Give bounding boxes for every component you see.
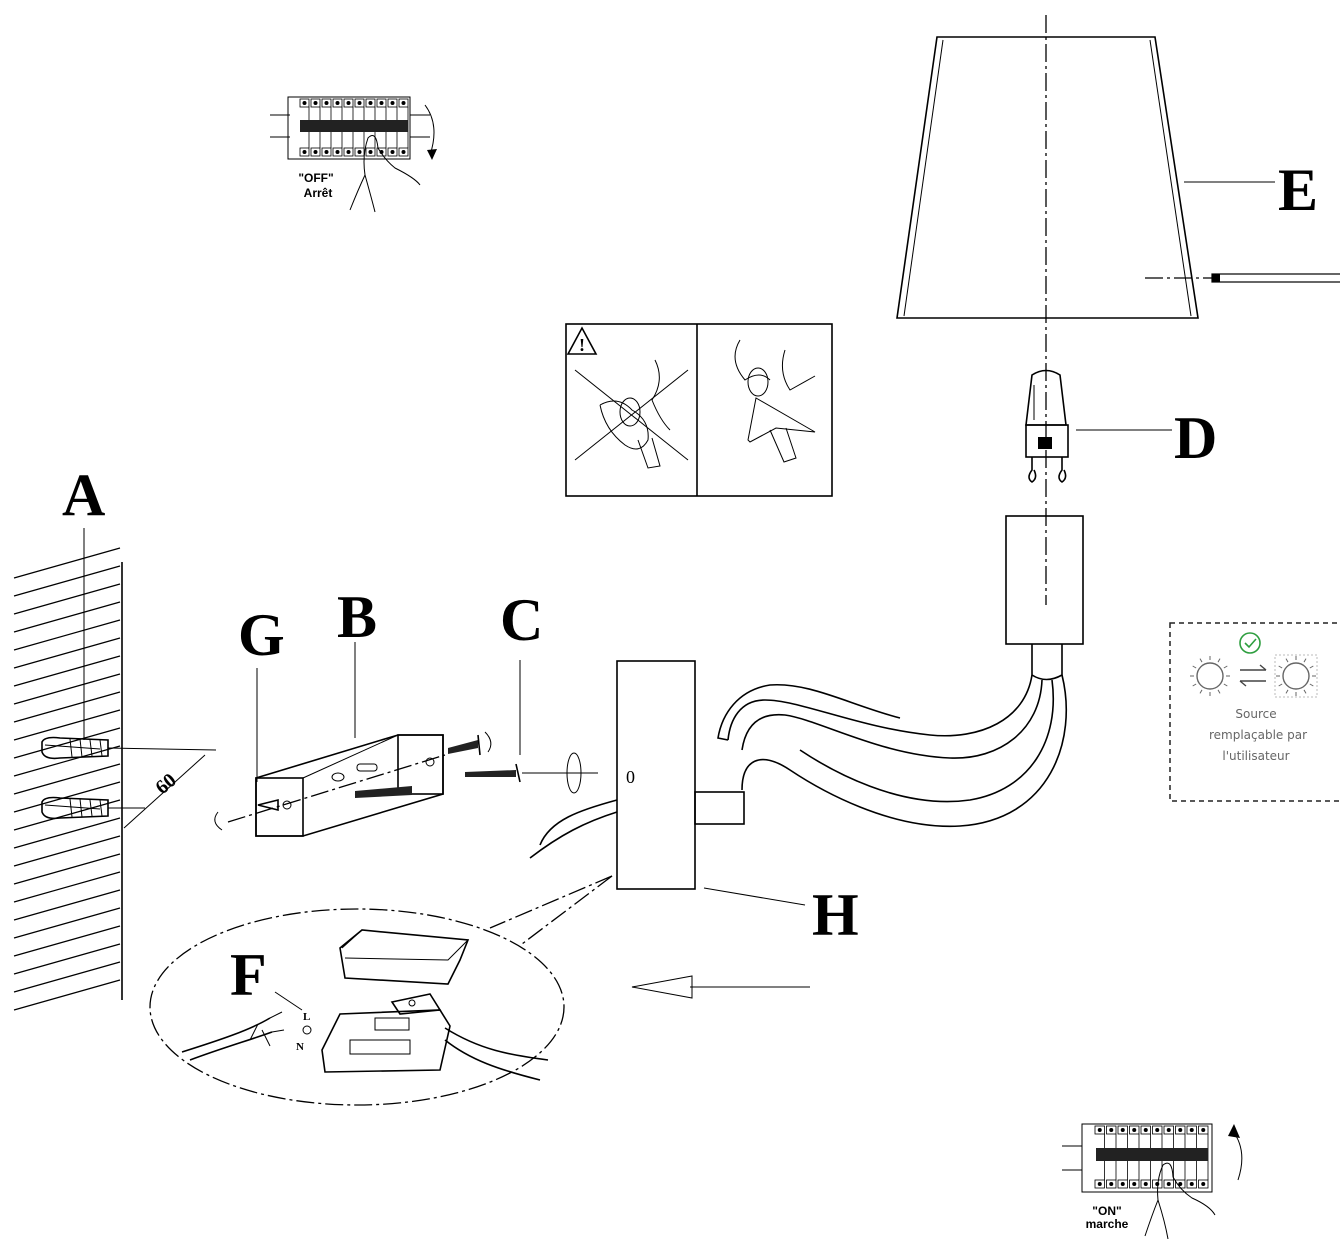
breaker-on-label: "ON" [1092,1204,1121,1218]
lamp-shade [896,15,1340,605]
mounting-bracket [214,642,446,837]
source-text-line2: remplaçable par [1209,728,1307,742]
breaker-off-sublabel: Arrêt [304,186,333,200]
breaker-on-sublabel: marche [1086,1217,1129,1231]
label-C: C [500,587,543,653]
breaker-off-label: "OFF" [298,171,333,185]
wall-plug-lower [41,796,109,820]
direction-arrow [631,975,810,999]
handling-warning-panel: ! [565,323,833,497]
wall-plug-upper [41,736,109,760]
label-H: H [812,882,859,948]
replaceable-source-box: Source remplaçable par l'utilisateur [1169,622,1340,802]
terminal-L: L [303,1011,310,1023]
warning-icon: ! [579,335,585,355]
base-plate-hole: 0 [626,767,635,787]
sun-icon-right [1274,654,1318,698]
label-B: B [337,584,377,650]
base-plate: 0 [529,660,806,906]
label-D: D [1174,405,1217,471]
breaker-off-illustration: "OFF" Arrêt [270,96,437,213]
label-F: F [230,942,267,1008]
source-text-line3: l'utilisateur [1222,749,1289,763]
check-icon [1239,632,1261,654]
swap-arrows-icon [1239,664,1267,687]
breaker-on-illustration: "ON" marche [1062,1123,1243,1239]
terminal-N: N [296,1041,304,1053]
label-A: A [62,462,105,528]
label-G: G [238,602,285,668]
source-text-line1: Source [1235,707,1276,721]
label-E: E [1278,157,1318,223]
g9-bulb [1025,369,1172,483]
wiring-detail: L N [149,875,613,1106]
lamp-socket-arm [694,515,1084,828]
wall [13,528,217,1011]
sun-icon-left [1190,656,1230,696]
screws [448,660,598,794]
dimension-60: 60 [151,769,180,799]
